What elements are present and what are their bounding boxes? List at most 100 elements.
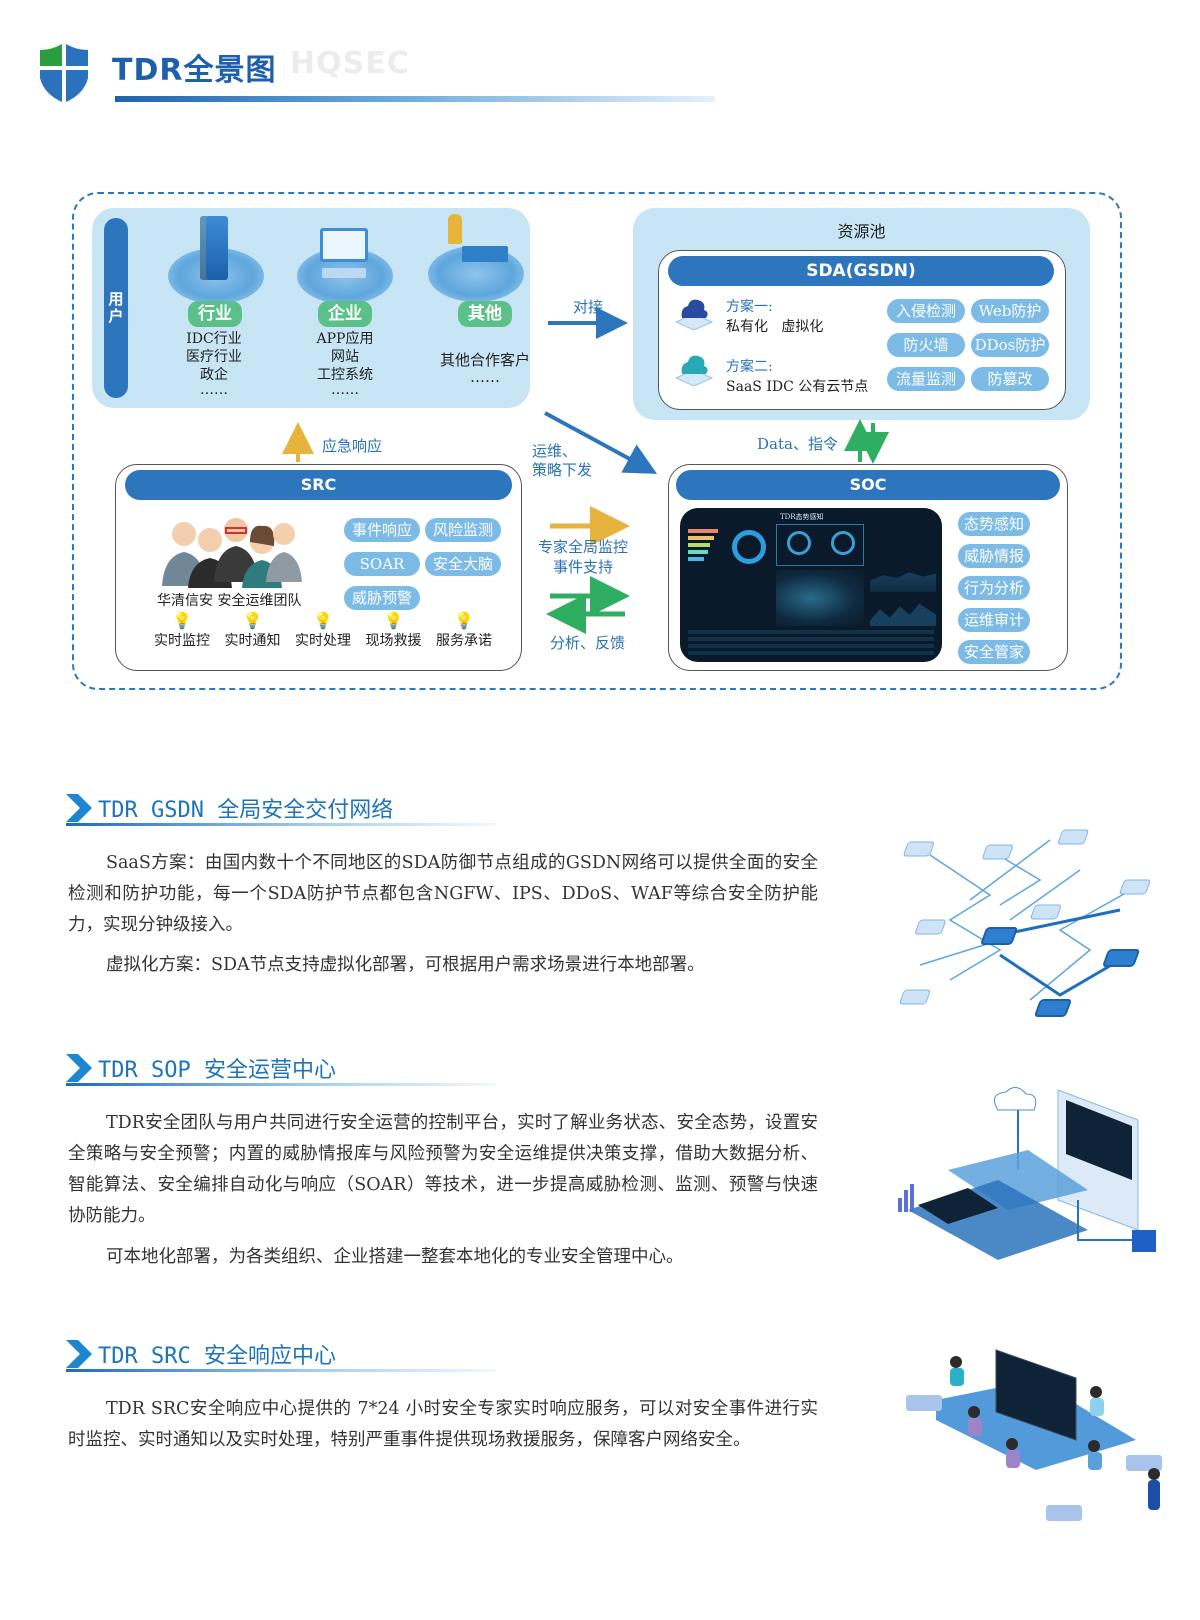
pill-ops-audit: 运维审计 (958, 608, 1030, 632)
section-underline (66, 823, 496, 826)
list-item: …… (200, 382, 228, 398)
service-label: 实时处理 (295, 633, 351, 649)
users-side-label: 用户 (104, 218, 128, 398)
list-item: 其他合作客户 (439, 351, 530, 369)
keyboard-icon (322, 268, 366, 278)
service-item: 💡 实时处理 (289, 612, 357, 650)
ops-line-2: 策略下发 (532, 461, 593, 479)
arrow-label-feedback: 分析、反馈 (550, 634, 626, 652)
service-label: 服务承诺 (436, 633, 492, 649)
src-bar: SRC (125, 470, 512, 500)
brand-watermark: HQSEC (290, 46, 410, 81)
cloud-public-icon (672, 352, 716, 387)
team-caption: 华清信安 安全运维团队 (157, 593, 302, 609)
group-tag-enterprise: 企业 (318, 301, 372, 327)
service-item: 💡 现场救援 (360, 612, 428, 650)
sda-gsdn-bar: SDA(GSDN) (668, 256, 1054, 286)
dashboard-table (688, 630, 934, 658)
group-list-other: 其他合作客户 …… (425, 350, 545, 386)
section-heading-src: TDR SRC 安全响应中心 (66, 1336, 496, 1376)
lightbulb-icon: 💡 (383, 611, 404, 630)
dashboard-bar-chart (688, 526, 724, 566)
list-item: APP应用 (316, 331, 374, 347)
dashboard-line-chart (870, 572, 936, 592)
soc-bar: SOC (676, 470, 1060, 500)
list-item: …… (331, 382, 359, 398)
pill-situational-awareness: 态势感知 (958, 512, 1030, 536)
lightbulb-icon: 💡 (172, 611, 192, 630)
section-heading-sop: TDR SOP 安全运营中心 (66, 1050, 496, 1090)
group-tag-industry: 行业 (188, 301, 242, 327)
section-title: TDR SRC 安全响应中心 (98, 1344, 336, 1369)
section-title: TDR SOP 安全运营中心 (98, 1058, 336, 1083)
service-label: 现场救援 (365, 633, 422, 649)
list-item: 网站 (331, 349, 359, 365)
service-item: 💡 服务承诺 (430, 612, 498, 650)
section-heading-gsdn: TDR GSDN 全局安全交付网络 (66, 790, 496, 830)
service-item: 💡 实时监控 (148, 612, 216, 650)
desk-icon (462, 246, 508, 262)
chevron-right-icon (66, 1054, 92, 1082)
pill-behavior-analysis: 行为分析 (958, 576, 1030, 600)
chevron-right-icon (66, 1340, 92, 1368)
dashboard-donut (732, 530, 766, 564)
shield-logo-icon (38, 44, 90, 102)
building-icon (200, 216, 228, 280)
resource-pool-title: 资源池 (837, 222, 886, 241)
arrow-label-connect: 对接 (573, 298, 604, 316)
pill-intrusion-detection: 入侵检测 (887, 299, 965, 323)
service-label: 实时监控 (154, 633, 210, 649)
team-people-illustration (158, 516, 308, 588)
section-paragraph: SaaS方案：由国内数十个不同地区的SDA防御节点组成的GSDN网络可以提供全面… (68, 853, 818, 935)
section-underline (66, 1369, 496, 1372)
dashboard-world-map (776, 570, 864, 626)
diagram-arrows (282, 307, 889, 634)
section-paragraph: 可本地化部署，为各类组织、企业搭建一整套本地化的专业安全管理中心。 (106, 1247, 684, 1267)
tdr-diagram-frame (72, 192, 1122, 690)
list-item: 工控系统 (317, 367, 373, 383)
arrow-label-emergency: 应急响应 (322, 437, 383, 455)
arrow-label-ops-policy: 运维、 策略下发 (532, 442, 592, 480)
expert-line-1: 专家全局监控 (538, 538, 629, 556)
sop-platform-illustration (888, 1080, 1168, 1280)
pill-anti-tamper: 防篡改 (971, 367, 1049, 391)
plan-one-desc: 私有化 虚拟化 (726, 319, 824, 335)
title-underline (115, 96, 715, 102)
gsdn-network-illustration (890, 810, 1160, 1020)
chevron-right-icon (66, 794, 92, 822)
pill-security-brain: 安全大脑 (425, 552, 501, 576)
pill-risk-monitoring: 风险监测 (425, 518, 501, 542)
list-item: IDC行业 (186, 331, 242, 347)
pill-ddos-protection: DDos防护 (971, 333, 1049, 357)
pill-firewall: 防火墙 (887, 333, 965, 357)
ops-line-1: 运维、 (532, 442, 578, 460)
list-item: 政企 (200, 367, 228, 383)
arrow-label-expert: 专家全局监控 事件支持 (538, 537, 628, 577)
arrow-label-data-command: Data、指令 (757, 435, 838, 453)
plan-two-title: 方案二: (726, 359, 773, 375)
pill-soar: SOAR (344, 552, 420, 576)
group-tag-other: 其他 (458, 301, 512, 327)
pill-event-response: 事件响应 (344, 518, 420, 542)
monitor-icon (320, 228, 368, 262)
section-paragraph: TDR SRC安全响应中心提供的 7*24 小时安全专家实时响应服务，可以对安全… (68, 1399, 818, 1450)
dashboard-gauges (776, 524, 864, 566)
service-item: 💡 实时通知 (219, 612, 287, 650)
section-underline (66, 1083, 496, 1086)
list-item: …… (470, 368, 500, 386)
page-title: TDR全景图 (112, 53, 277, 88)
src-team-illustration (896, 1340, 1166, 1530)
section-paragraph: 虚拟化方案：SDA节点支持虚拟化部署，可根据用户需求场景进行本地部署。 (106, 955, 705, 975)
lightbulb-icon: 💡 (313, 611, 333, 630)
plan-one-title: 方案一: (726, 299, 773, 315)
person-desk-icon (448, 214, 462, 244)
section-paragraph: TDR安全团队与用户共同进行安全运营的控制平台，实时了解业务状态、安全态势，设置… (68, 1113, 818, 1226)
dashboard-title: TDR态势感知 (780, 513, 824, 521)
lightbulb-icon: 💡 (242, 611, 263, 630)
expert-line-2: 事件支持 (553, 558, 614, 576)
group-list-industry: IDC行业 医疗行业 政企 …… (164, 330, 264, 398)
pill-threat-warning: 威胁预警 (344, 586, 420, 610)
pill-web-protection: Web防护 (971, 299, 1049, 323)
soc-dashboard-screenshot: TDR态势感知 (680, 508, 942, 662)
plan-two-desc: SaaS IDC 公有云节点 (726, 379, 869, 395)
